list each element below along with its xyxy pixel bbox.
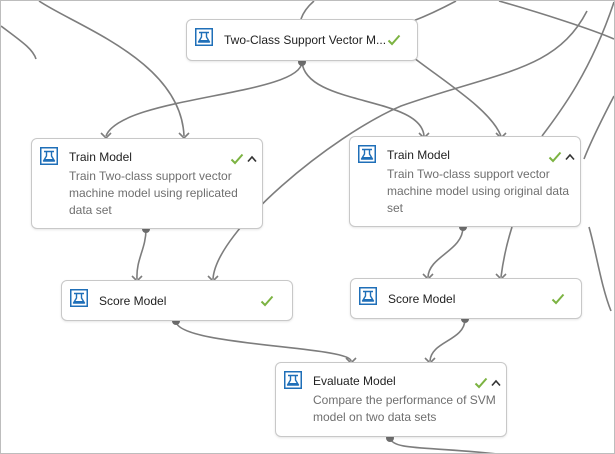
check-icon — [230, 153, 244, 165]
connection-wire[interactable] — [429, 318, 466, 362]
module-description: Train Two-class support vector machine m… — [387, 167, 570, 215]
module-icon — [359, 287, 377, 305]
module-icon — [358, 145, 376, 163]
module-title: Train Model — [387, 148, 450, 162]
connection-wire[interactable] — [300, 1, 315, 20]
connection-wire[interactable] — [38, 1, 185, 137]
connection-wire[interactable] — [498, 1, 614, 40]
check-icon — [548, 151, 562, 163]
module-title: Score Model — [388, 292, 456, 306]
module-svm[interactable]: Two-Class Support Vector M... — [186, 19, 418, 61]
collapse-icon[interactable] — [565, 153, 575, 161]
module-train-model-left[interactable]: Train Model Train Two-class support vect… — [31, 138, 263, 229]
connection-wire[interactable] — [105, 61, 303, 137]
connection-wire[interactable] — [389, 437, 506, 453]
module-train-model-right[interactable]: Train Model Train Two-class support vect… — [349, 136, 581, 227]
module-title: Train Model — [69, 150, 132, 164]
connection-wire[interactable] — [427, 226, 464, 278]
module-icon — [195, 28, 213, 46]
connection-wire[interactable] — [301, 61, 425, 137]
module-score-model-right[interactable]: Score Model — [350, 278, 582, 319]
collapse-icon[interactable] — [491, 379, 501, 387]
connection-wire[interactable] — [413, 57, 502, 137]
module-title: Two-Class Support Vector M... — [224, 33, 387, 47]
module-icon — [70, 289, 88, 307]
module-evaluate-model[interactable]: Evaluate Model Compare the performance o… — [275, 362, 507, 437]
connection-wire[interactable] — [136, 228, 147, 280]
module-description: Compare the performance of SVM model on … — [313, 393, 496, 424]
module-description: Train Two-class support vector machine m… — [69, 169, 238, 217]
connection-wire[interactable] — [175, 320, 352, 362]
connection-wire[interactable] — [500, 226, 513, 278]
check-icon — [387, 34, 401, 46]
module-score-model-left[interactable]: Score Model — [61, 280, 293, 321]
connection-wire[interactable] — [541, 1, 614, 137]
module-icon — [284, 371, 302, 389]
module-title: Evaluate Model — [313, 374, 396, 388]
module-title: Score Model — [99, 294, 167, 308]
connection-wire[interactable] — [583, 95, 614, 160]
connection-wire[interactable] — [588, 226, 612, 312]
check-icon — [260, 295, 274, 307]
check-icon — [474, 377, 488, 389]
connection-wire[interactable] — [1, 25, 37, 60]
module-icon — [40, 147, 58, 165]
connection-wire[interactable] — [412, 1, 457, 22]
collapse-icon[interactable] — [247, 155, 257, 163]
check-icon — [551, 293, 565, 305]
